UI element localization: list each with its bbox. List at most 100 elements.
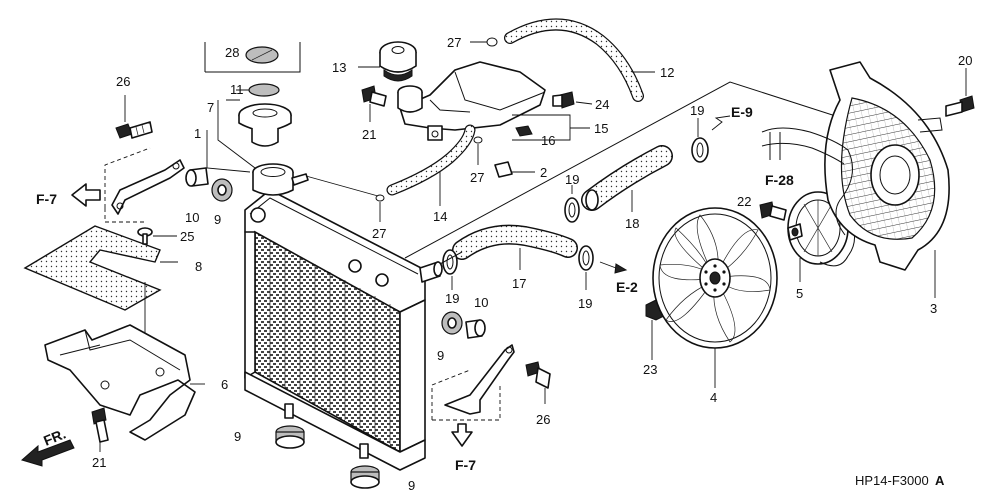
callout-9a: 9 xyxy=(214,212,221,227)
arrow-f7-top xyxy=(71,183,101,207)
cooling-fan xyxy=(652,207,778,388)
bolt-21-top xyxy=(361,85,387,122)
callout-6: 6 xyxy=(221,377,228,392)
grommet-9-bottom-left xyxy=(275,425,305,449)
collar-10-upper xyxy=(185,167,209,187)
callout-8: 8 xyxy=(195,259,202,274)
hose-clamp-19-c xyxy=(578,245,594,290)
arrow-e9 xyxy=(711,115,731,131)
callout-11: 11 xyxy=(230,82,244,97)
bolt-26-left xyxy=(115,95,153,139)
bolt-22 xyxy=(759,201,787,221)
arrow-e2-line xyxy=(599,261,617,269)
callout-24: 24 xyxy=(595,97,609,112)
callout-21b: 21 xyxy=(92,455,106,470)
cap-seal-11 xyxy=(248,83,280,97)
bracket-lower-f7 xyxy=(431,344,515,421)
callout-2: 2 xyxy=(540,165,547,180)
arrow-f7-bottom xyxy=(451,423,473,447)
grommet-9-bottom-right xyxy=(350,465,380,489)
front-arrow xyxy=(20,439,75,467)
fan-wiring xyxy=(761,127,853,236)
ref-e2: E-2 xyxy=(616,279,638,295)
radiator xyxy=(244,163,443,471)
reserve-tank-cap xyxy=(358,41,417,82)
front-label: FR. xyxy=(41,425,68,448)
grommet-9-mid xyxy=(441,311,463,335)
bracket-upper-f7 xyxy=(104,147,185,223)
grommet-9-upper xyxy=(211,178,233,202)
bolt-20 xyxy=(945,68,975,117)
callout-4: 4 xyxy=(710,390,717,405)
screw-25 xyxy=(137,227,177,245)
leader-1 xyxy=(206,130,251,173)
callout-26b: 26 xyxy=(536,412,550,427)
callout-23: 23 xyxy=(643,362,657,377)
callout-27b: 27 xyxy=(470,170,484,185)
lower-plate-6 xyxy=(44,324,196,441)
callout-18: 18 xyxy=(625,216,639,231)
leader-7 xyxy=(217,100,256,169)
callout-19b: 19 xyxy=(565,172,579,187)
bolt-21-bottom xyxy=(91,407,109,452)
callout-25: 25 xyxy=(180,229,194,244)
callout-21a: 21 xyxy=(362,127,376,142)
callout-9d: 9 xyxy=(408,478,415,493)
callout-10b: 10 xyxy=(474,295,488,310)
reference-labels: F-7 F-7 E-9 E-2 F-28 xyxy=(36,104,794,473)
drawing-code-suffix: A xyxy=(935,473,945,488)
hose-clamp-19-b xyxy=(564,185,580,223)
arrow-e2-head xyxy=(614,263,628,274)
callout-1: 1 xyxy=(194,126,201,141)
callout-14: 14 xyxy=(433,209,447,224)
callout-27c: 27 xyxy=(372,226,386,241)
callout-5: 5 xyxy=(796,286,803,301)
clamp-27-top xyxy=(470,37,498,47)
callout-26a: 26 xyxy=(116,74,130,89)
bolt-26-right xyxy=(525,361,551,404)
fan-shroud xyxy=(824,61,950,298)
callout-20: 20 xyxy=(958,53,972,68)
radiator-hose-17 xyxy=(452,224,578,270)
callout-12: 12 xyxy=(660,65,674,80)
ref-f28: F-28 xyxy=(765,172,794,188)
side-plate-8 xyxy=(23,225,162,311)
siphon-hose-12 xyxy=(504,18,655,102)
callout-19d: 19 xyxy=(690,103,704,118)
callout-22: 22 xyxy=(737,194,751,209)
callout-3: 3 xyxy=(930,301,937,316)
reserve-tank xyxy=(397,61,546,141)
clamp-27-mid xyxy=(473,136,483,165)
radiator-cap xyxy=(238,103,292,147)
callout-19a: 19 xyxy=(445,291,459,306)
clip-2 xyxy=(494,161,535,178)
ref-f7-top: F-7 xyxy=(36,191,57,207)
callout-16: 16 xyxy=(541,133,555,148)
callout-28: 28 xyxy=(225,45,239,60)
callout-7: 7 xyxy=(207,100,214,115)
clip-16 xyxy=(515,125,538,141)
leader-15 xyxy=(512,114,571,141)
callout-labels: 1 2 3 4 5 6 7 8 9 9 9 9 10 10 11 12 13 1… xyxy=(92,35,972,493)
cap-seal-28 xyxy=(204,42,301,73)
hose-clamp-19-d xyxy=(691,118,709,163)
ref-f7-bottom: F-7 xyxy=(455,457,476,473)
radiator-hose-18 xyxy=(581,145,673,212)
callout-10a: 10 xyxy=(185,210,199,225)
callout-19c: 19 xyxy=(578,296,592,311)
overflow-tube-14 xyxy=(386,124,476,206)
callout-27a: 27 xyxy=(447,35,461,50)
callout-17: 17 xyxy=(512,276,526,291)
ref-e9: E-9 xyxy=(731,104,753,120)
leader-27-overflow xyxy=(305,175,379,197)
callout-15: 15 xyxy=(594,121,608,136)
callout-9c: 9 xyxy=(234,429,241,444)
bolt-24 xyxy=(552,91,593,109)
ref-line-lower xyxy=(439,251,463,265)
drawing-code: HP14-F3000 xyxy=(855,473,929,488)
leader-11 xyxy=(226,89,249,101)
callout-9b: 9 xyxy=(437,348,444,363)
callout-13: 13 xyxy=(332,60,346,75)
collar-10-mid xyxy=(465,319,486,339)
